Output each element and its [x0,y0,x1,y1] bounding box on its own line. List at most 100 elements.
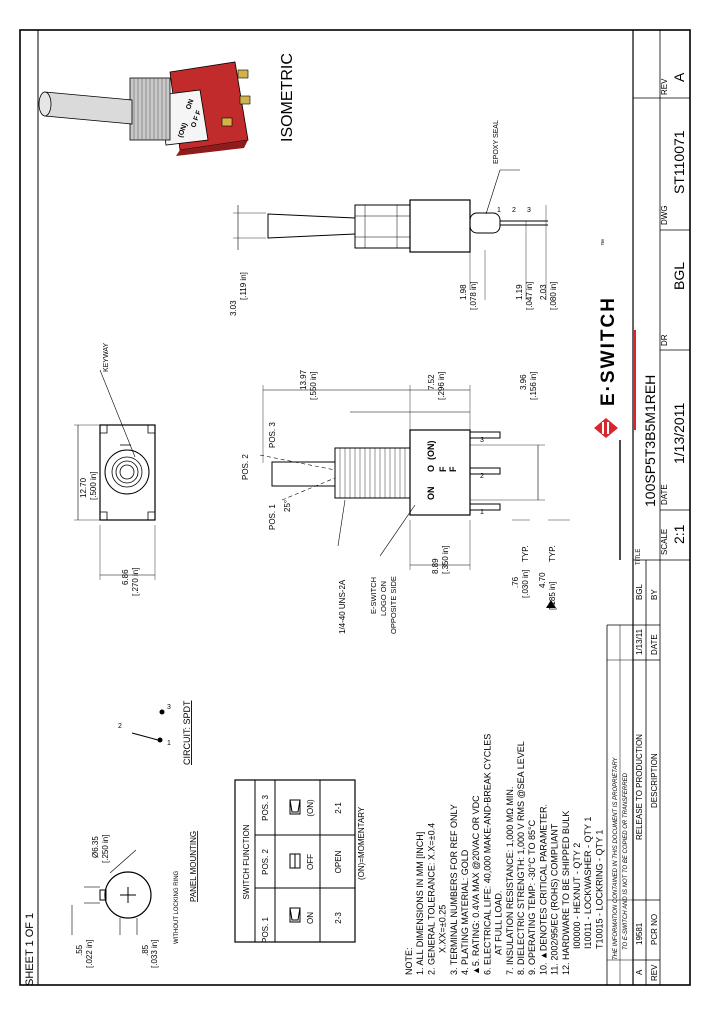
dr-value: BGL [671,262,687,290]
note-line: 8. DIELECTRIC STRENGTH: 1,000 V RMS @SEA… [516,741,526,975]
panel-hole [104,871,152,919]
circuit-terminal-3: 3 [167,704,171,711]
marking-o: O [426,465,436,472]
pos3-label: POS. 3 [268,422,277,448]
iso-terminal-1 [221,117,233,127]
title-block: REV A DWG ST110071 DR BGL DATE 1/13/2011… [594,30,690,985]
dim-3-96-mm: 3.96 [519,374,528,390]
panel-mounting-label: PANEL MOUNTING [189,831,198,902]
notes-text: NOTE:1. ALL DIMENSIONS IN MM [INCH]2. GE… [404,734,604,975]
note-line: X.XX=±0.25 [438,905,448,953]
description-cell: RELEASE TO PRODUCTION [635,734,644,840]
dr-label: DR [660,334,669,346]
pos3-header: POS. 3 [261,795,270,821]
description-header: DESCRIPTION [650,753,659,808]
scale-value: 2:1 [671,524,687,544]
logo-note-1: E-SWITCH [369,577,378,614]
proprietary-notice: THE INFORMATION CONTAINED IN THIS DOCUME… [606,624,633,985]
side-bushing [334,447,411,499]
marking-on-momentary: (ON) [426,441,436,461]
note-line: 2. GENERAL TOLERANCE: X.X=±0.4 [426,823,436,975]
note-line: AT FULL LOAD. [494,891,504,955]
circuit-terminal-1: 1 [167,740,171,747]
panel-dia-mm: Ø6.35 [91,836,100,858]
switch-function-table: SWITCH FUNCTION POS. 1 POS. 2 POS. 3 ON … [234,779,366,943]
top-bushing [354,204,411,249]
pos3-connection: 2-1 [334,802,343,814]
note-line: 4. PLATING MATERIAL: GOLD [460,849,470,975]
pos2-lever-icon [289,853,301,869]
note-line: 6. ELECTRICAL LIFE: 40,000 MAKE-AND-BREA… [482,734,492,975]
pos3-state: (ON) [306,799,315,817]
terminal-1 [469,503,501,511]
rev-label: REV [660,78,669,95]
side-view: 1 2 3 ON O F F (ON) POS. 2 POS. 1 POS. 3… [241,369,570,634]
thread-label: 1/4-40 UNS-2A [338,579,347,634]
switch-function-title: SWITCH FUNCTION [242,824,251,899]
panel-dia-in: [.250 in] [101,835,110,863]
dim-4-70-mm: 4.70 [538,572,547,588]
note-line: I00000 - HEXNUT - QTY 2 [572,843,582,949]
terminal-3 [469,431,501,439]
side-term-num-2: 2 [480,473,484,480]
iso-threads [133,78,167,140]
scale-label: SCALE [660,529,669,555]
dim-0-76-in: [.030 in] [521,570,530,598]
iso-marking-on-momentary: (ON) [177,122,189,139]
front-body [99,424,156,521]
title-label: TITLE [636,549,642,565]
panel-b-mm: .85 [141,944,150,956]
top-body [409,199,471,253]
note-line: 3. TERMINAL NUMBERS FOR REF ONLY [449,804,459,975]
circuit-diagram: CIRCUIT: SPDT 2 3 1 [118,700,192,765]
top-view: 1 2 3 EPOXY SEAL 3.03 [.119 in] 1.98 [.0… [229,120,558,316]
date-cell: 1/13/11 [635,628,644,655]
pos1-state: ON [306,912,315,924]
dim-4-70-in: [.185 in] [548,582,557,610]
note-line: NOTE: [404,947,414,975]
front-width-in: [.500 in] [89,472,98,500]
top-term-num-1: 1 [497,207,501,214]
pos2-state: OFF [306,854,315,870]
top-dim-1-98-in: [.078 in] [469,282,478,310]
top-dim-2-03-in: [.080 in] [549,282,558,310]
dim-13-97-mm: 13.97 [299,369,308,390]
pos1-label: POS. 1 [268,504,277,530]
top-dim-2-03-mm: 2.03 [539,284,548,300]
pos3-lever-icon [289,799,301,815]
dwg-label: DWG [660,205,669,225]
pos2-header: POS. 2 [261,849,270,875]
epoxy-seal [469,212,501,234]
note-line: 11. 2002/95/EC (ROHS) COMPLIANT [550,823,560,975]
rev-header: REV [650,964,659,981]
proprietary-line-2: TO E-SWITCH AND IS NOT TO BE COPIED OR T… [623,772,629,950]
pos2-label: POS. 2 [241,454,250,480]
iso-lever [44,91,133,125]
date-label: DATE [660,484,669,505]
dim-8-89-in: [.350 in] [441,546,450,574]
logo-note-3: OPPOSITE SIDE [389,576,398,634]
terminal-2 [469,467,501,475]
iso-terminal-2 [239,95,251,105]
pos1-connection: 2-3 [334,912,343,924]
front-height-in: [.270 in] [131,568,140,596]
dim-4-70-typ: TYP. [548,545,557,562]
note-line: 1. ALL DIMENSIONS IN MM [INCH] [415,832,425,975]
circuit-label: CIRCUIT: SPDT [182,700,192,765]
top-term-num-3: 3 [527,207,531,214]
note-line: T10015 - LOCKRING - QTY 1 [594,830,604,949]
side-term-num-1: 1 [480,509,484,516]
panel-a-mm: .55 [75,944,84,956]
without-locking-ring: WITHOUT LOCKING RING [174,870,180,944]
front-width-mm: 12.70 [79,477,88,498]
rev-value: A [671,72,687,82]
part-number-title: 100SP5T3B5M1REH [642,375,658,507]
keyway-label: KEYWAY [103,342,110,372]
marking-on: ON [426,487,436,501]
iso-marking-on: ON [185,98,195,110]
top-dia-in: [.119 in] [239,272,248,300]
pos1-header: POS. 1 [261,917,270,943]
critical-triangle-icon [546,600,556,608]
note-line: 9. OPERATING TEMP: -30°C TO 85°C [527,819,537,975]
dim-3-96-in: [.156 in] [529,372,538,400]
